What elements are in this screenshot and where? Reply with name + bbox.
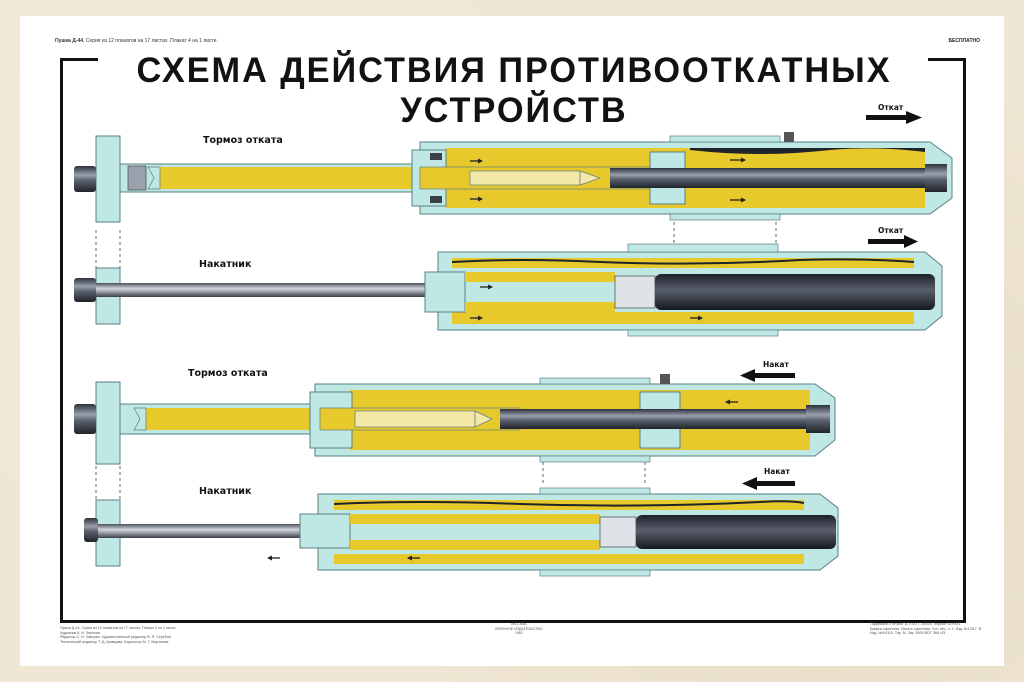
diagram-label-recuperator-1: Накатник [199, 259, 252, 270]
footer-credit-line: Пушка Д-44. Серия из 12 плакатов на 17 л… [60, 626, 177, 630]
poster-frame [60, 56, 966, 623]
piston-rod [610, 168, 930, 188]
direction-label-counterrecoil-1: Накат [763, 360, 789, 369]
footer-publisher-line: МОСКВА [511, 622, 527, 626]
rod-nut-icon [74, 166, 96, 192]
direction-label-recoil-1: Откат [878, 103, 904, 112]
diagram-label-recoil-brake-2: Тормоз отката [188, 368, 268, 379]
diagram-label-recoil-brake-1: Тормоз отката [203, 135, 283, 146]
direction-arrow-counterrecoil-2 [742, 477, 795, 490]
footer-print-line: Изд. №9/4115. Тир. М. Зак. 5000 ВОТ ЗВ4 … [870, 631, 947, 635]
recoil-brake-counterrecoil-diagram [74, 374, 836, 463]
footer-credit-line: Технический редактор Т. Д. Кривцова. Кор… [60, 639, 169, 644]
recuperator-cylinder [655, 274, 935, 310]
direction-label-counterrecoil-2: Накат [764, 467, 790, 476]
footer-credit-line: Редактор С. Н. Заворин. Художественный р… [60, 635, 171, 639]
footer-publisher-line: ВОЕННОЕ ИЗДАТЕЛЬСТВО [495, 626, 543, 631]
footer-publisher: МОСКВА ВОЕННОЕ ИЗДАТЕЛЬСТВО 1961 [484, 622, 554, 636]
mount-bracket-lower [95, 381, 121, 567]
direction-label-recoil-2: Откат [878, 226, 904, 235]
footer-publisher-line: 1961 [515, 631, 523, 635]
direction-arrow-recoil-2 [868, 235, 918, 248]
poster-title: СХЕМА ДЕЙСТВИЯ ПРОТИВООТКАТНЫХ УСТРОЙСТВ [136, 51, 892, 130]
free-label: БЕСПЛАТНО [948, 38, 980, 44]
mount-bracket-upper [95, 135, 121, 325]
footer-credit-line: Художник А. И. Зернова [60, 630, 101, 635]
footer-credits: Пушка Д-44. Серия из 12 плакатов на 17 л… [60, 626, 177, 644]
series-note-bold: Пушка Д-44. [55, 38, 85, 44]
series-note: Пушка Д-44. Серия из 12 плакатов на 17 л… [55, 38, 218, 44]
recuperator-counterrecoil-diagram [84, 487, 839, 577]
footer-print-info: Подписано к печати 10.X.60. Г-69306. Фор… [870, 622, 981, 636]
recuperator-recoil-diagram [74, 243, 943, 337]
frame-title-gap [98, 56, 928, 64]
direction-arrow-counterrecoil-1 [740, 369, 795, 382]
footer-print-line: Подписано к печати 10.X.60. Г-69306. Фор… [870, 622, 961, 626]
diagram-label-recuperator-2: Накатник [199, 486, 252, 497]
footer-print-line: Бумага офсетная. Печать офсетная. Усл. п… [870, 626, 982, 631]
direction-arrow-recoil-1 [866, 111, 922, 124]
series-note-text: Серия из 12 плакатов на 17 листах. Плака… [85, 38, 218, 44]
recoil-brake-recoil-diagram [74, 132, 953, 221]
